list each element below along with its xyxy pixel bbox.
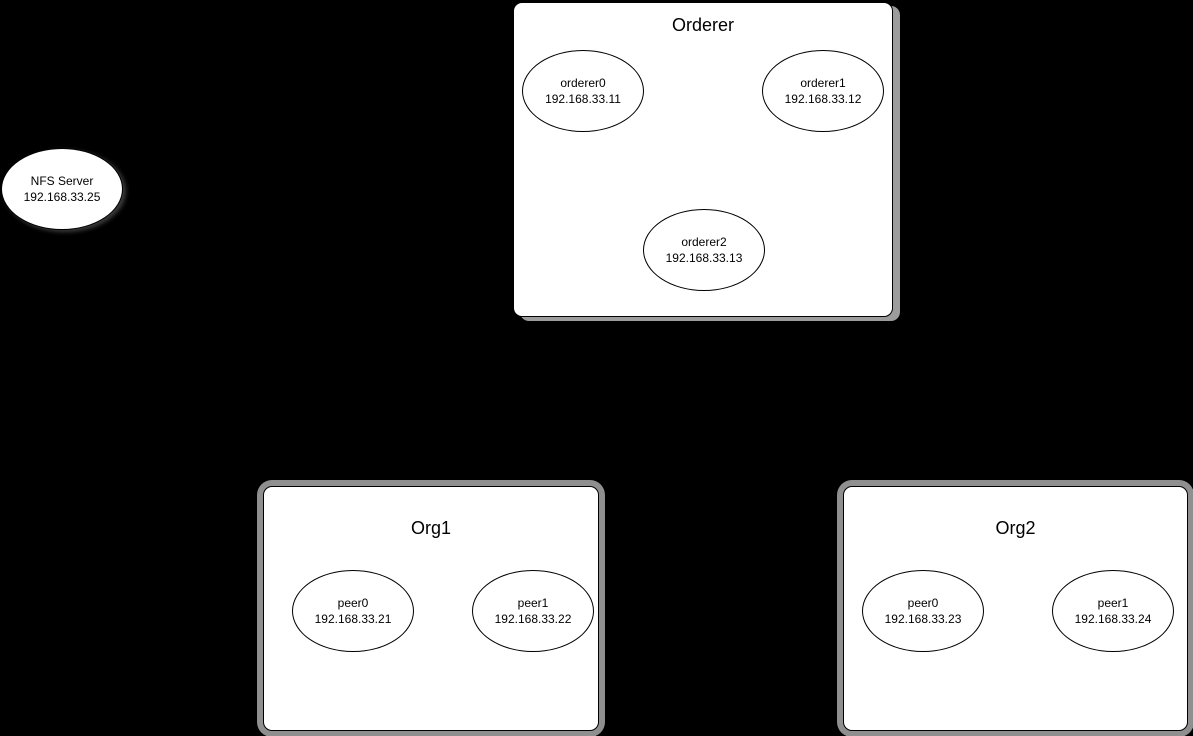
node-orderer0: orderer0 192.168.33.11 [522, 50, 644, 132]
group-org2: Org2 peer0 192.168.33.23 peer1 192.168.3… [843, 486, 1188, 731]
node-ip: 192.168.33.24 [1074, 612, 1152, 626]
node-name: orderer0 [560, 76, 606, 90]
node-org1-peer1: peer1 192.168.33.22 [472, 570, 594, 652]
group-org1: Org1 peer0 192.168.33.21 peer1 192.168.3… [263, 486, 599, 731]
node-ip: 192.168.33.22 [494, 612, 572, 626]
node-nfs-server: NFS Server 192.168.33.25 [1, 148, 123, 230]
node-name: peer1 [517, 596, 549, 610]
node-orderer2: orderer2 192.168.33.13 [643, 209, 765, 291]
node-ip: 192.168.33.25 [23, 190, 101, 204]
node-orderer1: orderer1 192.168.33.12 [762, 50, 884, 132]
group-title-org2: Org2 [995, 518, 1036, 538]
node-name: peer0 [907, 596, 939, 610]
group-title-orderer: Orderer [671, 15, 734, 35]
node-name: NFS Server [30, 174, 94, 188]
node-org2-peer1: peer1 192.168.33.24 [1052, 570, 1174, 652]
node-ip: 192.168.33.12 [784, 92, 862, 106]
group-title-org1: Org1 [410, 518, 452, 538]
node-name: peer1 [1097, 596, 1129, 610]
node-ip: 192.168.33.13 [665, 251, 743, 265]
node-ip: 192.168.33.21 [314, 612, 392, 626]
node-ip: 192.168.33.11 [545, 92, 621, 106]
node-org2-peer0: peer0 192.168.33.23 [862, 570, 984, 652]
node-ip: 192.168.33.23 [884, 612, 962, 626]
group-orderer: Orderer orderer0 192.168.33.11 orderer1 … [513, 2, 893, 317]
node-name: orderer1 [800, 76, 846, 90]
node-name: orderer2 [681, 235, 727, 249]
node-org1-peer0: peer0 192.168.33.21 [292, 570, 414, 652]
node-name: peer0 [337, 596, 369, 610]
